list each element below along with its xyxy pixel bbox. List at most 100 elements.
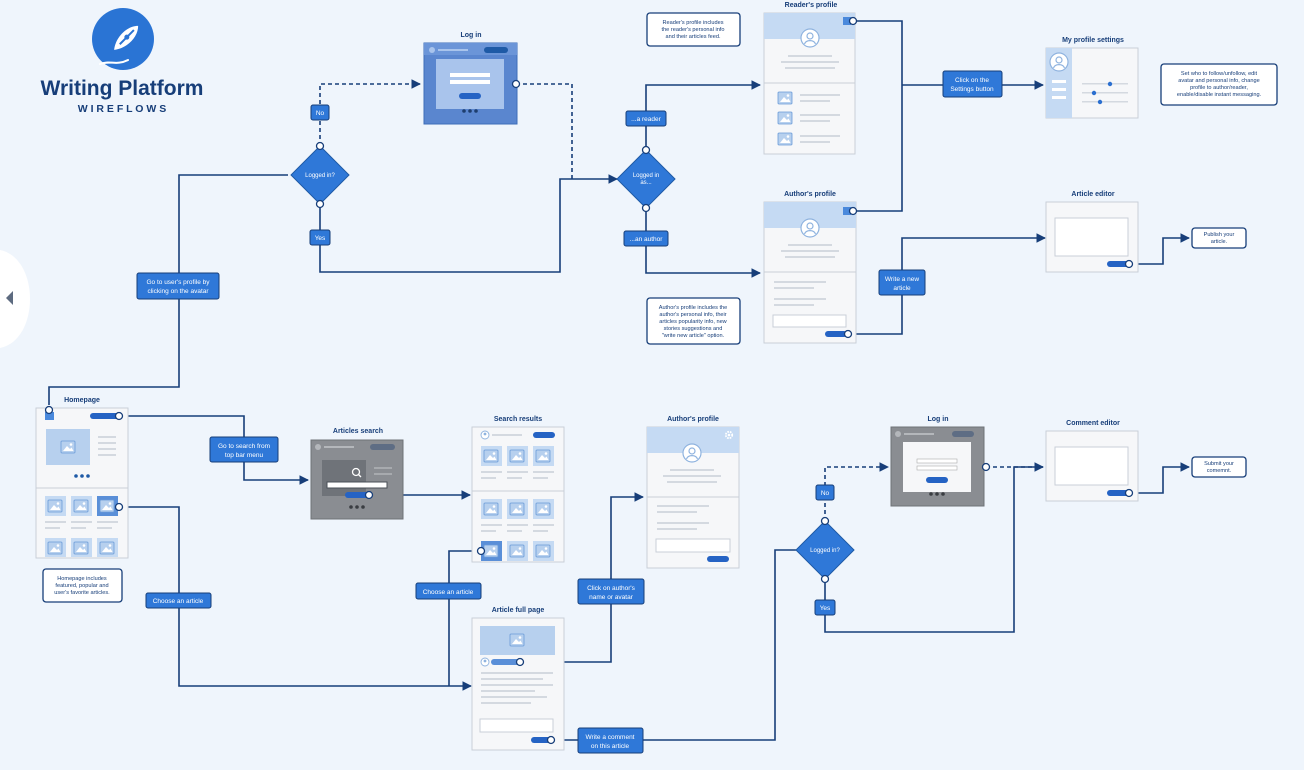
svg-text:Homepage includes: Homepage includes [57, 576, 107, 582]
label-an-author: ...an author [623, 230, 669, 247]
svg-text:Go to user's profile by: Go to user's profile by [146, 279, 210, 286]
svg-text:Publish your: Publish your [1204, 232, 1235, 238]
svg-text:"write new article" option.: "write new article" option. [662, 333, 725, 339]
screen-title-homepage: Homepage [64, 397, 100, 404]
label-write-comment: Write a comment on this article [577, 727, 644, 754]
screen-title-article-full-page: Article full page [492, 607, 545, 614]
screen-my-profile-settings[interactable] [1045, 47, 1139, 119]
decision-logged-in-as: Logged in as... [616, 149, 676, 209]
screen-authors-profile-top[interactable] [763, 201, 857, 344]
note-homepage: Homepage includes featured, popular and … [42, 568, 123, 603]
connector-dots [44, 16, 1134, 745]
screen-article-editor[interactable] [1045, 201, 1139, 273]
screen-title-article-editor: Article editor [1071, 191, 1114, 198]
screen-login-top[interactable] [423, 42, 518, 125]
pen-nib-icon [114, 25, 139, 50]
label-a-reader: ...a reader [625, 110, 667, 127]
svg-text:the reader's personal info: the reader's personal info [662, 27, 725, 33]
brand-subtitle: W I R E F L O W S [78, 103, 166, 115]
svg-text:on this article: on this article [591, 743, 630, 750]
brand-logo [92, 8, 154, 70]
svg-text:top bar menu: top bar menu [225, 452, 264, 459]
screen-title-articles-search: Articles search [333, 428, 383, 435]
left-edge-tab [0, 250, 30, 348]
note-publish: Publish your article. [1191, 227, 1247, 249]
svg-text:Submit your: Submit your [1204, 461, 1234, 467]
svg-text:profile to author/reader,: profile to author/reader, [1190, 85, 1248, 91]
label-yes-top: Yes [309, 229, 331, 246]
screen-search-results[interactable] [471, 426, 565, 563]
svg-text:clicking on the avatar: clicking on the avatar [147, 288, 209, 295]
screen-article-full-page[interactable] [471, 617, 565, 751]
screen-title-comment-editor: Comment editor [1066, 420, 1120, 427]
svg-text:name or avatar: name or avatar [589, 594, 634, 601]
svg-text:Settings button: Settings button [950, 86, 994, 93]
label-choose-article-left: Choose an article [145, 592, 212, 609]
screen-login-bottom[interactable] [890, 426, 985, 507]
decision-logged-in-as-text-1: Logged in [633, 173, 659, 179]
decision-logged-in-as-text-2: as... [640, 180, 652, 186]
svg-text:Write a comment: Write a comment [585, 734, 634, 741]
label-write-new-article: Write a new article [878, 269, 926, 296]
screen-title-login-top: Log in [461, 32, 482, 39]
note-settings: Set who to follow/unfollow, edit avatar … [1160, 63, 1278, 106]
svg-text:Click on the: Click on the [955, 77, 989, 84]
svg-text:Choose an article: Choose an article [153, 598, 204, 605]
svg-text:enable/disable instant messagi: enable/disable instant messaging. [1177, 92, 1262, 98]
svg-text:articles popularity info, new: articles popularity info, new [659, 319, 727, 325]
svg-text:avatar and personal info, chan: avatar and personal info, change [1178, 78, 1259, 84]
connectors [48, 20, 1190, 741]
svg-text:Write a new: Write a new [885, 276, 920, 283]
svg-text:Reader's profile includes: Reader's profile includes [662, 20, 723, 26]
screen-title-login-bottom: Log in [928, 416, 949, 423]
decision-logged-in-top-text: Logged in? [305, 173, 335, 179]
screen-title-authors-profile-top: Author's profile [784, 191, 836, 198]
gear-icon[interactable] [724, 430, 734, 440]
label-yes-bottom: Yes [814, 599, 836, 616]
svg-text:Click on author's: Click on author's [587, 585, 636, 592]
svg-text:No: No [316, 110, 325, 117]
decision-logged-in-bottom: Logged in? [795, 520, 855, 580]
svg-text:article: article [893, 285, 911, 292]
svg-text:stories suggestions and: stories suggestions and [664, 326, 723, 332]
decision-logged-in-bottom-text: Logged in? [810, 548, 840, 554]
svg-text:article.: article. [1211, 239, 1228, 245]
svg-text:comemnt.: comemnt. [1207, 468, 1232, 474]
svg-text:Yes: Yes [820, 605, 831, 612]
label-choose-article-mid: Choose an article [415, 582, 482, 600]
brand-title: Writing Platform [41, 77, 204, 100]
svg-text:Yes: Yes [315, 235, 326, 242]
collapse-arrow-icon[interactable] [6, 291, 13, 305]
note-submit-comment: Submit your comemnt. [1191, 456, 1247, 478]
svg-text:Go to search from: Go to search from [218, 443, 270, 450]
svg-text:and their articles feed.: and their articles feed. [665, 34, 720, 40]
svg-text:...a reader: ...a reader [631, 116, 661, 123]
svg-text:Author's profile includes the: Author's profile includes the [659, 305, 728, 311]
label-go-to-search: Go to search from top bar menu [209, 436, 279, 463]
screen-homepage[interactable] [35, 407, 129, 559]
svg-text:user's favorite articles.: user's favorite articles. [54, 590, 110, 596]
screen-title-readers-profile: Reader's profile [785, 2, 838, 9]
screen-title-my-profile-settings: My profile settings [1062, 37, 1124, 44]
note-reader-profile: Reader's profile includes the reader's p… [646, 12, 741, 47]
label-click-settings: Click on the Settings button [942, 70, 1003, 98]
screen-title-search-results: Search results [494, 416, 542, 423]
screen-authors-profile-bottom[interactable] [646, 426, 740, 569]
label-no-top: No [310, 104, 330, 121]
svg-text:featured, popular and: featured, popular and [55, 583, 108, 589]
label-no-bottom: No [815, 484, 835, 501]
svg-text:Choose an article: Choose an article [423, 589, 474, 596]
svg-text:author's personal info, their: author's personal info, their [659, 312, 726, 318]
decision-logged-in-top: Logged in? [290, 145, 350, 205]
screen-readers-profile[interactable] [763, 12, 856, 155]
label-click-author: Click on author's name or avatar [577, 578, 645, 605]
screen-articles-search[interactable] [310, 439, 404, 520]
svg-text:Set who to follow/unfollow, ed: Set who to follow/unfollow, edit [1181, 71, 1258, 77]
label-go-to-profile: Go to user's profile by clicking on the … [136, 272, 220, 300]
svg-text:No: No [821, 490, 830, 497]
screen-comment-editor[interactable] [1045, 430, 1139, 502]
svg-text:...an author: ...an author [630, 236, 664, 243]
note-author-profile: Author's profile includes the author's p… [646, 297, 741, 345]
